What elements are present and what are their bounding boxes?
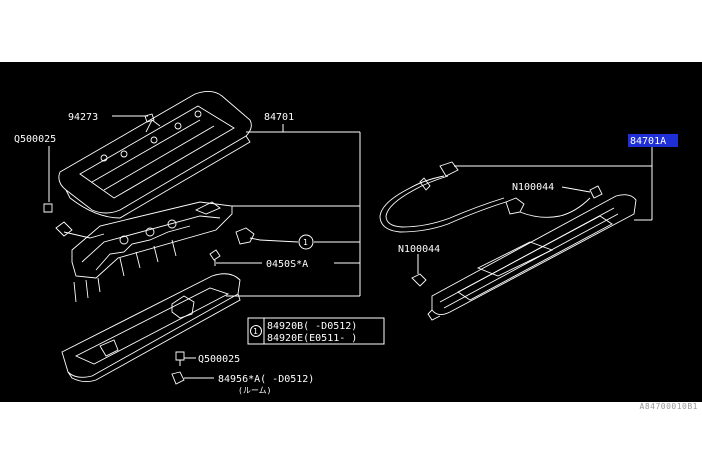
reference-code: A84700010B1 <box>639 402 698 411</box>
upper-housing-part <box>58 91 252 219</box>
screw-q500025-top <box>43 150 53 213</box>
label-84701: 84701 <box>264 112 294 123</box>
label-q500025-bottom: Q500025 <box>198 354 240 365</box>
label-94273: 94273 <box>68 112 98 123</box>
lamp-bracket-part <box>55 201 233 303</box>
label-84701a[interactable]: 84701A <box>630 136 666 147</box>
legend-marker: 1 <box>253 327 258 336</box>
label-84956: 84956*A( -D0512) <box>218 374 314 385</box>
label-q500025-top: Q500025 <box>14 134 56 145</box>
legend-box: 1 84920B( -D0512) 84920E(E0511- ) <box>247 317 385 345</box>
parts-diagram: 1 94273 Q500025 84701 84701A N100044 N10… <box>0 62 702 402</box>
bulb-part <box>235 227 261 245</box>
bulb-84956 <box>171 371 185 385</box>
brake-lamp-assembly-84701a <box>427 185 637 321</box>
label-n100044-left: N100044 <box>398 244 440 255</box>
wire-harness <box>379 161 591 233</box>
diagram-svg: 1 94273 Q500025 84701 84701A N100044 N10… <box>14 91 678 395</box>
nut-n100044-left <box>411 273 427 287</box>
callout-1-text: 1 <box>303 238 308 247</box>
label-0450s: 0450S*A <box>266 259 308 270</box>
leader-lines <box>48 115 653 379</box>
screw-q500025-bottom <box>175 351 185 366</box>
legend-line-2: 84920E(E0511- ) <box>267 333 357 344</box>
callout-1: 1 <box>298 234 314 250</box>
screw-94273 <box>144 113 155 123</box>
clip-0450s <box>209 249 221 266</box>
lower-lens-part <box>61 273 241 383</box>
label-84956-sub: (ルーム) <box>238 386 271 395</box>
legend-line-1: 84920B( -D0512) <box>267 321 357 332</box>
highlight-84701a <box>628 134 678 147</box>
label-n100044-right: N100044 <box>512 182 554 193</box>
